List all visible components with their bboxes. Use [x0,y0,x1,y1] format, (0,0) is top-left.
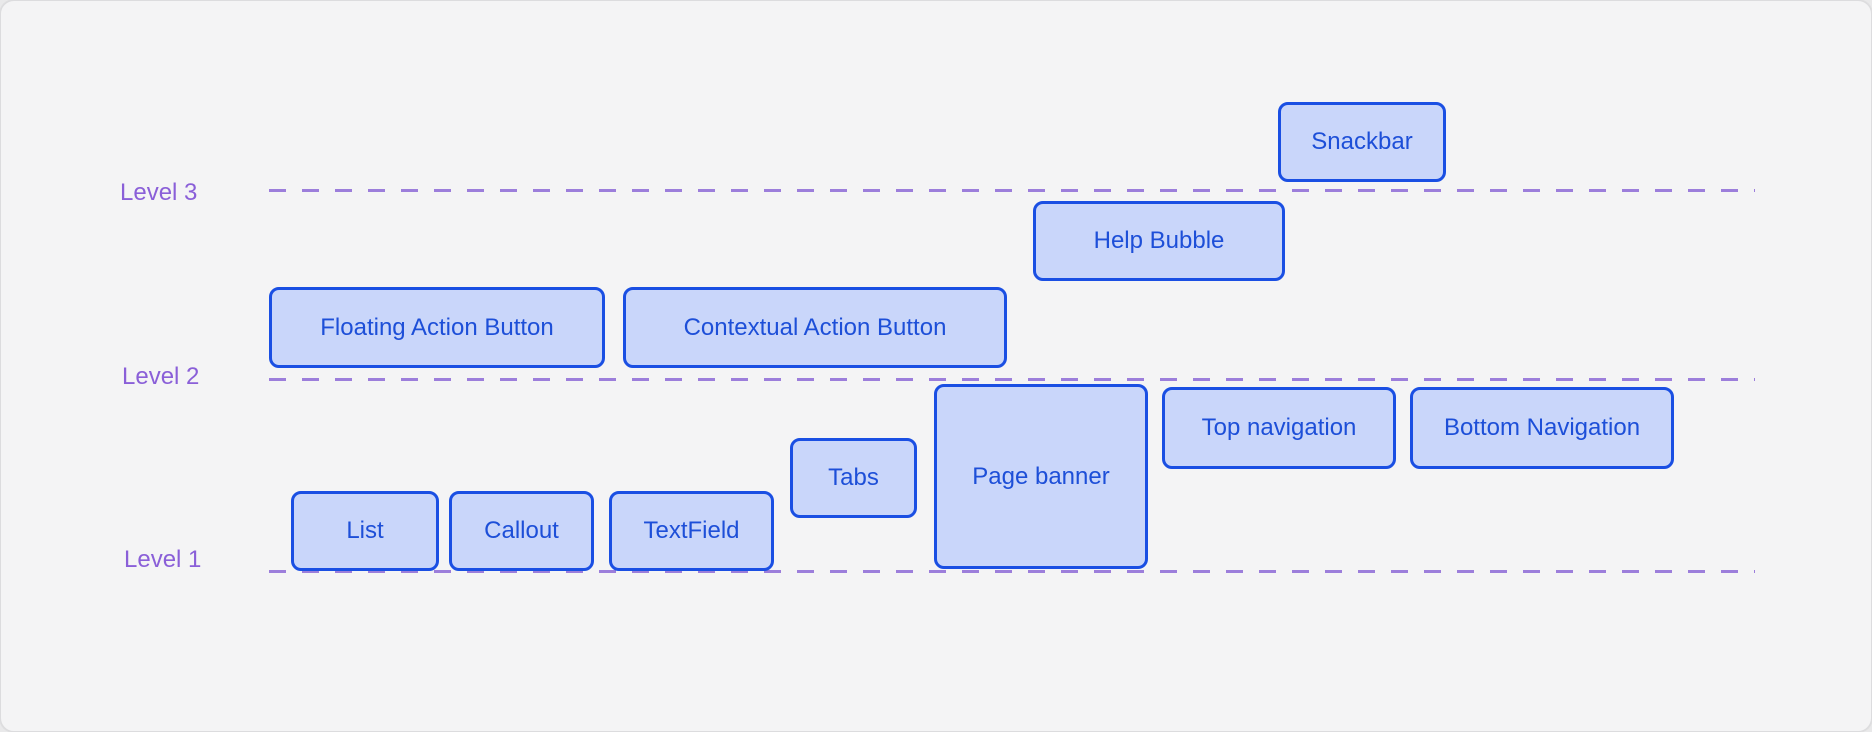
component-box-help-bubble: Help Bubble [1033,201,1285,281]
component-box-snackbar: Snackbar [1278,102,1446,182]
component-label-callout: Callout [484,517,559,544]
level-2-dashed-line [269,378,1755,381]
component-box-list: List [291,491,439,571]
component-box-callout: Callout [449,491,594,571]
component-label-help-bubble: Help Bubble [1093,227,1225,254]
component-label-top-navigation: Top navigation [1201,414,1357,441]
component-box-contextual-action-button: Contextual Action Button [623,287,1007,368]
level-3-label: Level 3 [120,179,198,206]
level-1-label: Level 1 [124,546,202,573]
level-2-label: Level 2 [122,363,200,390]
component-label-tabs: Tabs [828,464,879,491]
component-label-bottom-navigation: Bottom Navigation [1443,414,1641,441]
component-box-tabs: Tabs [790,438,917,518]
component-box-top-navigation: Top navigation [1162,387,1396,469]
component-box-textfield: TextField [609,491,774,571]
component-label-textfield: TextField [643,517,740,544]
component-label-list: List [346,517,384,544]
component-label-contextual-action-button: Contextual Action Button [683,313,947,341]
component-box-floating-action-button: Floating Action Button [269,287,605,368]
component-label-snackbar: Snackbar [1311,128,1413,155]
level-3-dashed-line [269,189,1755,192]
component-box-page-banner: Page banner [934,384,1148,569]
component-box-bottom-navigation: Bottom Navigation [1410,387,1674,469]
component-label-floating-action-button: Floating Action Button [320,313,554,341]
component-label-page-banner: Page banner [972,462,1110,490]
